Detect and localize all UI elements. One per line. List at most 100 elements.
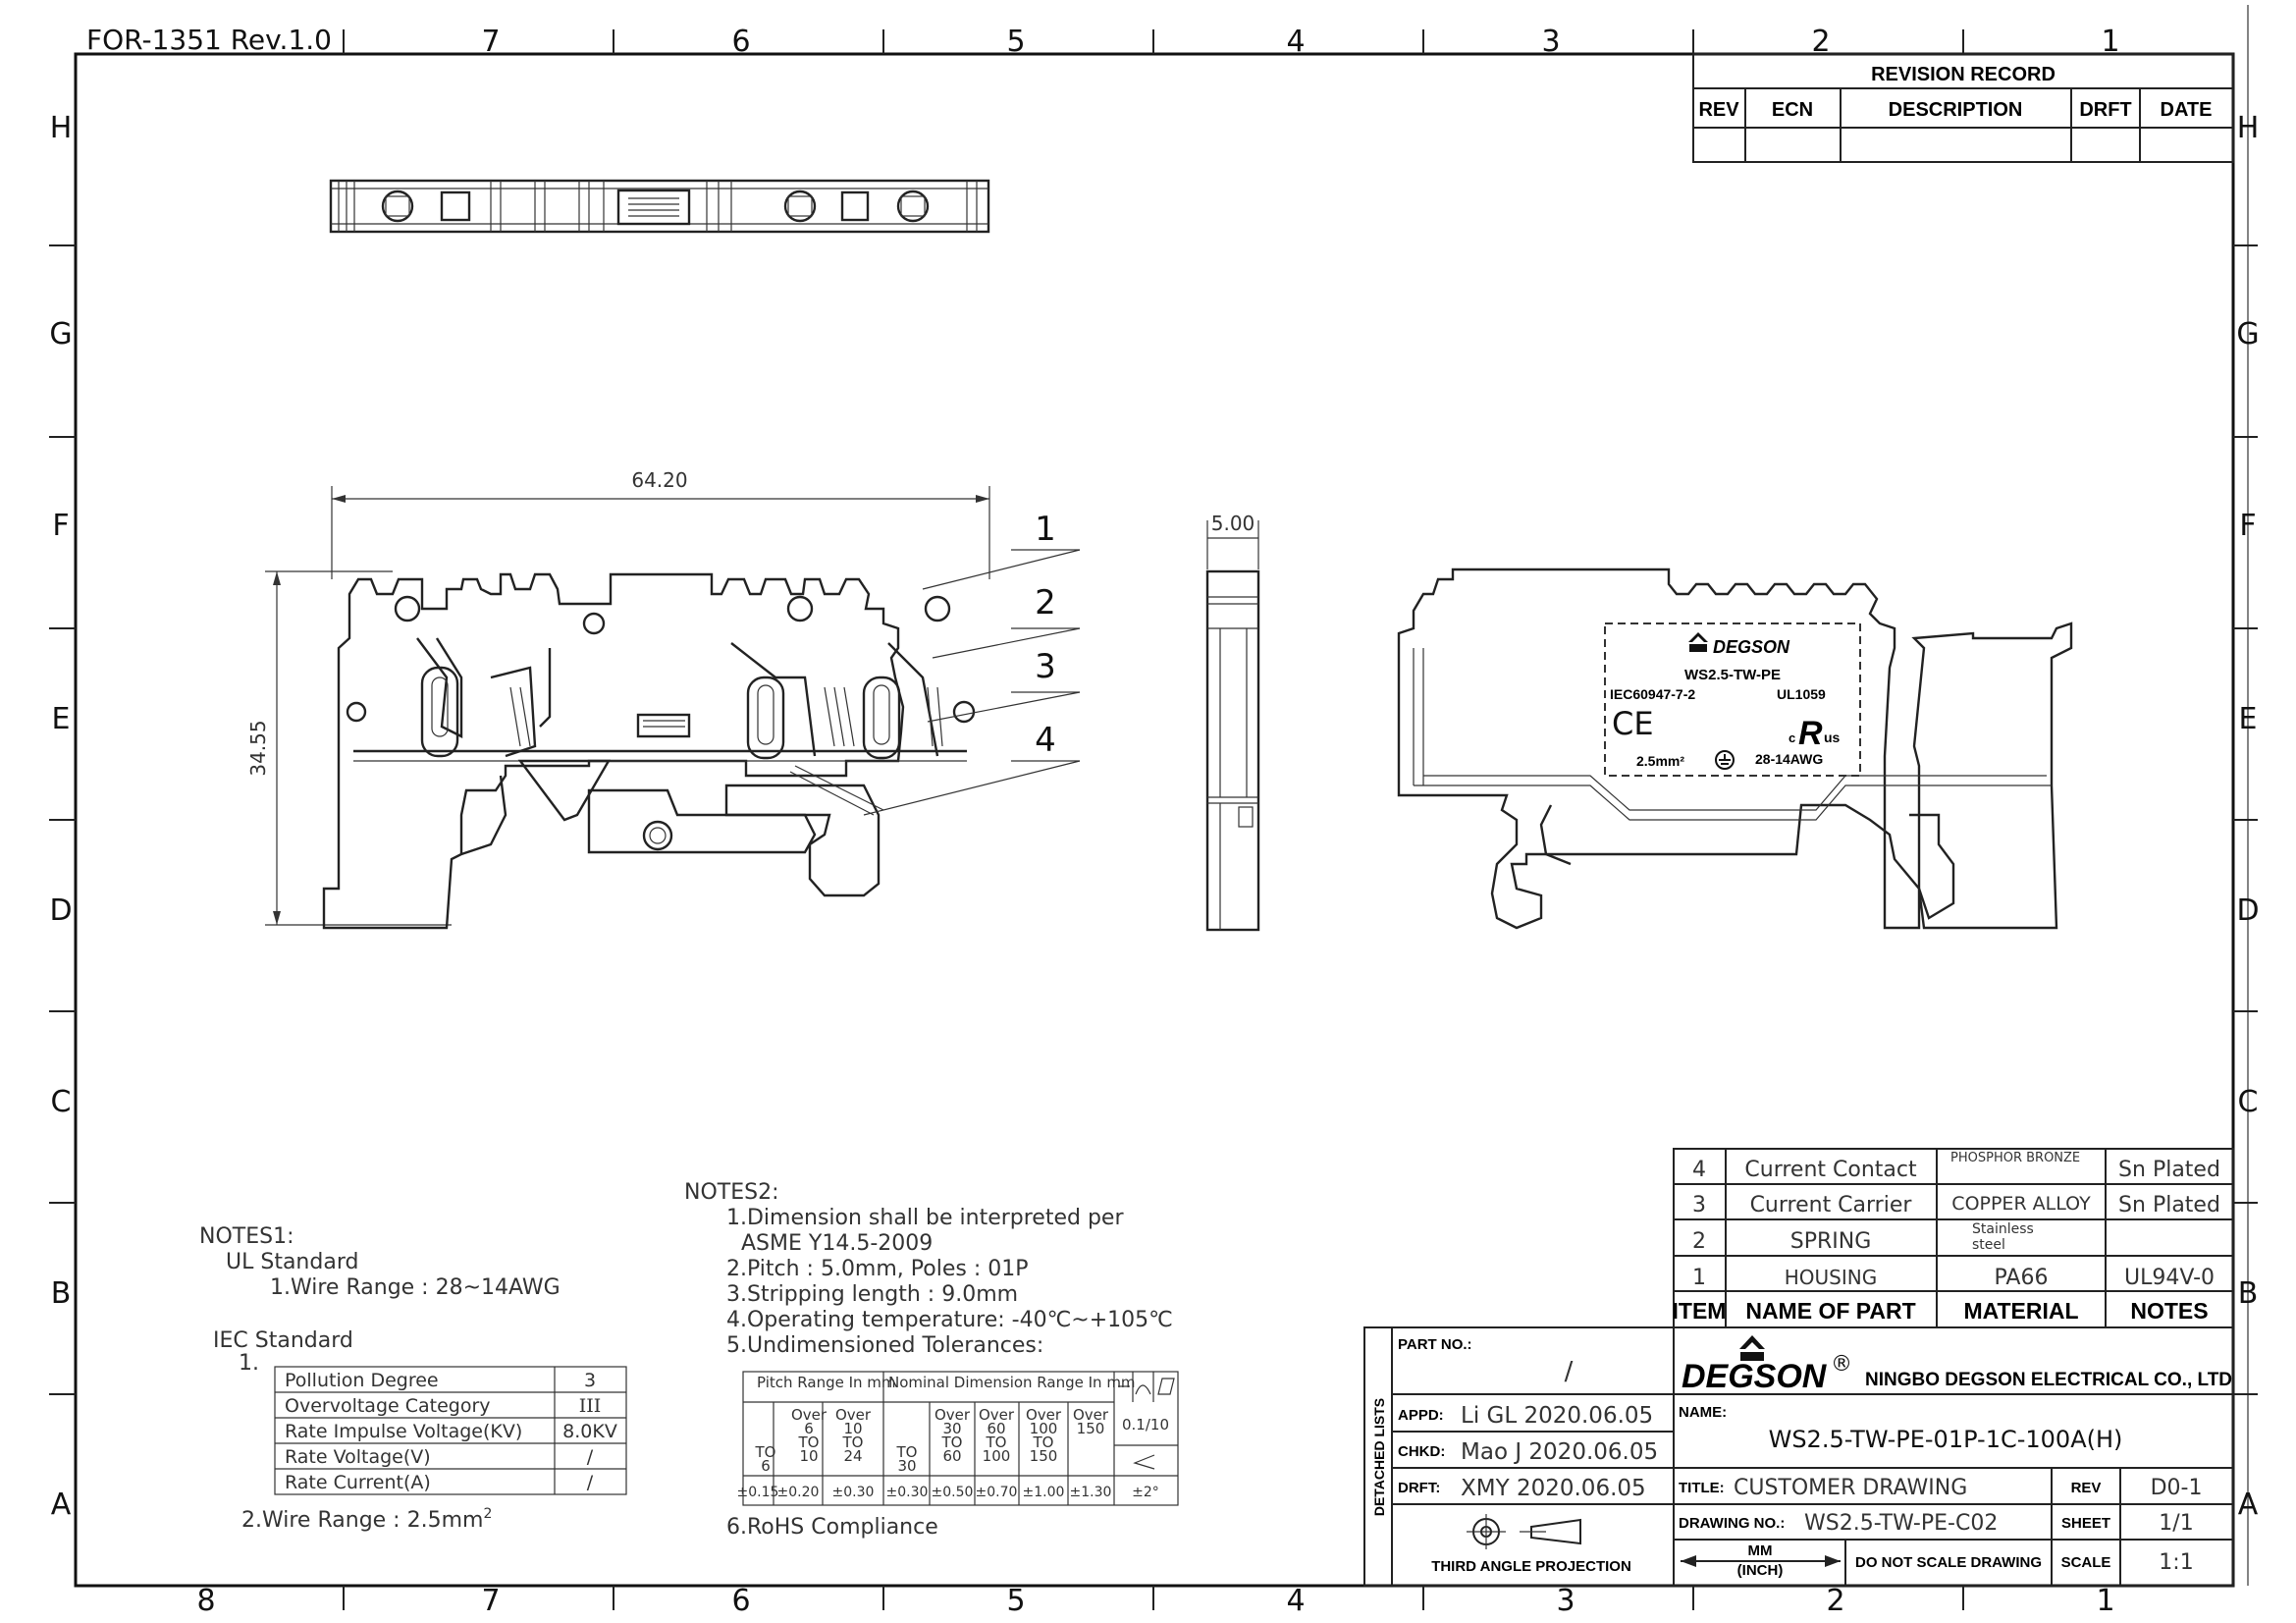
svg-text:30: 30 [942,1420,961,1437]
tol-val-7: ±1.00 [1023,1485,1065,1500]
bom-header-name: NAME OF PART [1745,1298,1915,1324]
bottom-zone-5: 5 [1006,1584,1025,1618]
bom-item-4: 4 [1692,1158,1706,1182]
svg-text:10: 10 [843,1420,862,1437]
form-id: FOR-1351 Rev.1.0 [86,24,332,56]
revision-record-title: REVISION RECORD [1871,64,2056,85]
iec-row-voltage-value: / [587,1446,594,1468]
row-c-right: C [2238,1085,2259,1119]
row-d-right: D [2236,893,2259,928]
svg-text:TO: TO [1033,1434,1054,1451]
part-no-value: / [1565,1357,1574,1386]
bom-notes-3: Sn Plated [2118,1193,2220,1217]
top-view-drawing [329,179,990,234]
units-inch: (INCH) [1737,1562,1784,1579]
svg-text:Over: Over [934,1406,971,1424]
row-e-left: E [52,702,71,736]
appd-label: APPD: [1398,1407,1444,1424]
registered-mark: ® [1831,1352,1852,1377]
bom-item-1: 1 [1692,1266,1706,1290]
row-g-right: G [2236,317,2259,352]
degson-logo-icon [1688,632,1708,642]
bom-table: 4 Current Contact PHOSPHOR BRONZE Sn Pla… [1673,1148,2234,1328]
rev-header-drft: DRFT [2079,99,2131,121]
bom-item-3: 3 [1692,1193,1706,1217]
svg-text:10: 10 [799,1447,818,1465]
angle-symbol-icon [1133,1454,1155,1470]
bom-notes-1: UL94V-0 [2124,1266,2215,1290]
tol-val-8: ±1.30 [1070,1485,1112,1500]
iec-row-pollution-label: Pollution Degree [285,1370,439,1391]
row-h-left: H [50,111,73,145]
title-value: CUSTOMER DRAWING [1734,1476,1967,1500]
scale-value: 1:1 [2159,1550,2193,1575]
svg-text:150: 150 [1030,1447,1058,1465]
units-arrow-icon [1681,1555,1841,1567]
row-d-left: D [49,893,72,928]
svg-text:6: 6 [804,1420,814,1437]
title-block: DETACHED LISTS PART NO.: / APPD: Li GL 2… [1363,1326,2234,1587]
tol-head-nominal: Nominal Dimension Range In mm [888,1374,1136,1391]
detached-lists-label: DETACHED LISTS [1371,1398,1387,1516]
svg-text:24: 24 [843,1447,862,1465]
tol-val-3: ±0.30 [832,1485,875,1500]
top-zone-4: 4 [1286,25,1305,59]
row-e-right: E [2239,702,2258,736]
tol-val-4: ±0.30 [886,1485,929,1500]
notes2-line-3: 2.Pitch : 5.0mm, Poles : 01P [726,1257,1029,1281]
svg-text:150: 150 [1077,1420,1105,1437]
sheet-label: SHEET [2061,1515,2110,1532]
projection-label: THIRD ANGLE PROJECTION [1431,1558,1631,1575]
rev-header-rev: REV [1698,99,1739,121]
svg-text:Over: Over [791,1406,828,1424]
angle-tol-2: ±2° [1132,1485,1159,1500]
notes2-title: NOTES2: [684,1180,779,1205]
tol-col-4: TO 30 [896,1443,918,1475]
svg-text:TO: TO [896,1443,918,1461]
bom-name-3: Current Carrier [1750,1193,1913,1217]
row-b-right: B [2238,1276,2259,1311]
do-not-scale: DO NOT SCALE DRAWING [1855,1554,2042,1571]
svg-text:Over: Over [979,1406,1015,1424]
bottom-zone-3: 3 [1556,1584,1575,1618]
label-cross-section: 2.5mm² [1636,753,1684,769]
svg-text:100: 100 [1030,1420,1058,1437]
rev-header-date: DATE [2161,99,2213,121]
notes2-line-2: ASME Y14.5-2009 [741,1231,933,1256]
part-no-label: PART NO.: [1398,1336,1472,1353]
drft-value: XMY 2020.06.05 [1461,1476,1646,1501]
label-iec: IEC60947-7-2 [1610,686,1695,702]
iec-row-impulse-label: Rate Impulse Voltage(KV) [285,1421,522,1442]
bom-material-2: Stainless steel [1972,1221,2034,1253]
chkd-label: CHKD: [1398,1443,1445,1460]
balloon-4: 4 [1035,721,1056,760]
notes1-title: NOTES1: [199,1224,294,1249]
top-zone-5: 5 [1006,25,1025,59]
top-zone-2: 2 [1811,25,1830,59]
rev-label: REV [2071,1480,2102,1496]
svg-text:TO: TO [755,1443,776,1461]
chkd-value: Mao J 2020.06.05 [1461,1439,1658,1465]
svg-text:R: R [1798,715,1823,752]
iec-row-overvoltage-label: Overvoltage Category [285,1395,491,1417]
iec-row-current-value: / [587,1472,594,1493]
tol-col-7: Over 100 TO 150 [1026,1406,1062,1465]
back-view-drawing: DEGSON WS2.5-TW-PE IEC60947-7-2 UL1059 C… [1397,568,2073,930]
notes2-line-1: 1.Dimension shall be interpreted per [726,1206,1124,1230]
top-zone-7: 7 [481,25,500,59]
bottom-zone-8: 8 [196,1584,215,1618]
svg-text:60: 60 [942,1447,961,1465]
row-a-right: A [2238,1488,2259,1522]
company-logo-icon [1739,1335,1765,1349]
label-ce-mark: CE [1612,705,1654,742]
third-angle-projection-icon [1467,1514,1581,1549]
tol-val-5: ±0.50 [932,1485,974,1500]
notes1-ul-title: UL Standard [226,1250,358,1274]
notes1-ul-item1: 1.Wire Range : 28~14AWG [270,1275,561,1300]
row-c-left: C [51,1085,72,1119]
bom-material-4: PHOSPHOR BRONZE [1950,1151,2081,1165]
notes2-line-5: 4.Operating temperature: -40℃~+105℃ [726,1308,1173,1332]
bom-material-1: PA66 [1995,1266,2049,1290]
tol-col-1: TO 6 [755,1443,776,1475]
